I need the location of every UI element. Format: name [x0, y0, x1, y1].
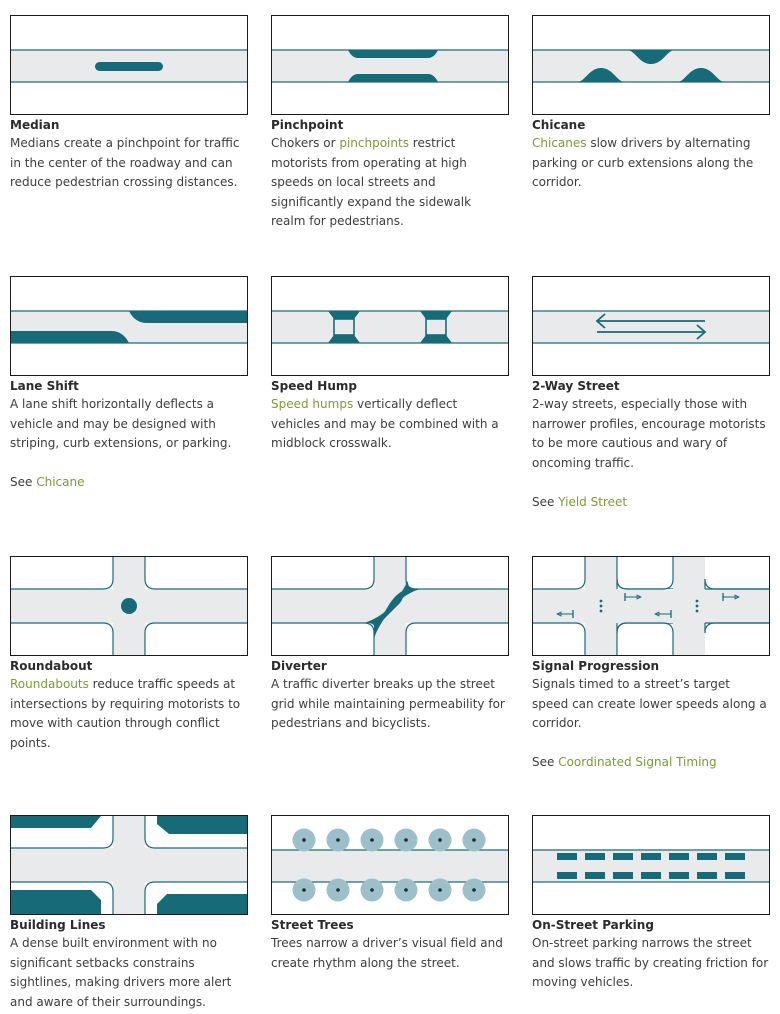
chicane-diagram — [532, 15, 770, 115]
on-street-parking-diagram — [532, 815, 770, 915]
building-lines-diagram — [10, 815, 248, 915]
card-title: Building Lines — [10, 918, 106, 932]
see-also-prefix: See — [532, 755, 559, 770]
card-description: A dense built environment with no signif… — [10, 934, 248, 1012]
description-text: reduce traffic speeds at intersections b… — [10, 677, 241, 750]
description-text: Signals timed to a street’s target speed… — [532, 677, 767, 731]
description-text: restrict motorists from operating at hig… — [271, 136, 472, 229]
median-diagram — [10, 15, 248, 115]
card-description: 2-way streets, especially those with nar… — [532, 395, 770, 473]
card-description: Roundabouts reduce traffic speeds at int… — [10, 675, 248, 753]
description-link[interactable]: Speed humps — [271, 397, 354, 411]
description-text: Trees narrow a driver’s visual field and… — [271, 936, 503, 970]
pinchpoint-diagram — [271, 15, 509, 115]
speed-hump-diagram — [271, 276, 509, 376]
description-link[interactable]: Chicanes — [532, 136, 587, 150]
card-title: 2-Way Street — [532, 379, 620, 393]
description-text: Chokers or — [271, 136, 340, 150]
see-also-link[interactable]: Chicane — [36, 475, 85, 490]
description-text: vertically deflect vehicles and may be c… — [271, 397, 499, 451]
card-title: Median — [10, 118, 60, 132]
card-description: Speed humps vertically deflect vehicles … — [271, 395, 509, 454]
see-also-link[interactable]: Coordinated Signal Timing — [558, 755, 717, 770]
card-diverter: Diverter A traffic diverter breaks up the… — [271, 556, 509, 734]
card-description: Trees narrow a driver’s visual field and… — [271, 934, 509, 973]
street-trees-diagram — [271, 815, 509, 915]
card-2-way-street: 2-Way Street 2-way streets, especially th… — [532, 276, 770, 513]
description-text: slow drivers by alternating parking or c… — [532, 136, 754, 190]
card-title: Street Trees — [271, 918, 354, 932]
see-also-prefix: See — [10, 475, 37, 490]
description-text: A traffic diverter breaks up the street … — [271, 677, 505, 731]
see-also: See Yield Street — [532, 493, 770, 513]
description-link[interactable]: pinchpoints — [339, 136, 409, 150]
card-building-lines: Building Lines A dense built environment … — [10, 815, 248, 1012]
see-also-link[interactable]: Yield Street — [558, 494, 628, 509]
card-description: A traffic diverter breaks up the street … — [271, 675, 509, 734]
roundabout-diagram — [10, 556, 248, 656]
description-text: A lane shift horizontally deflects a veh… — [10, 397, 232, 451]
lane-shift-diagram — [10, 276, 248, 376]
card-title: Signal Progression — [532, 659, 660, 673]
card-title: Diverter — [271, 659, 327, 673]
card-title: Speed Hump — [271, 379, 357, 393]
see-also-prefix: See — [532, 494, 559, 509]
card-description: A lane shift horizontally deflects a veh… — [10, 395, 248, 454]
see-also: See Chicane — [10, 473, 248, 493]
diverter-diagram — [271, 556, 509, 656]
two-way-street-diagram — [532, 276, 770, 376]
card-title: On-Street Parking — [532, 918, 654, 932]
card-title: Pinchpoint — [271, 118, 344, 132]
card-description: Chokers or pinchpoints restrict motorist… — [271, 134, 509, 232]
description-text: A dense built environment with no signif… — [10, 936, 232, 1009]
card-title: Lane Shift — [10, 379, 79, 393]
card-description: Signals timed to a street’s target speed… — [532, 675, 770, 734]
see-also: See Coordinated Signal Timing — [532, 753, 770, 773]
card-description: On-street parking narrows the street and… — [532, 934, 770, 993]
card-description: Medians create a pinchpoint for traffic … — [10, 134, 248, 193]
description-link[interactable]: Roundabouts — [10, 677, 89, 691]
card-description: Chicanes slow drivers by alternating par… — [532, 134, 770, 193]
description-text: On-street parking narrows the street and… — [532, 936, 769, 990]
card-title: Roundabout — [10, 659, 93, 673]
card-title: Chicane — [532, 118, 586, 132]
description-text: Medians create a pinchpoint for traffic … — [10, 136, 240, 190]
signal-progression-diagram — [532, 556, 770, 656]
card-lane-shift: Lane Shift A lane shift horizontally defl… — [10, 276, 248, 493]
description-text: 2-way streets, especially those with nar… — [532, 397, 766, 470]
